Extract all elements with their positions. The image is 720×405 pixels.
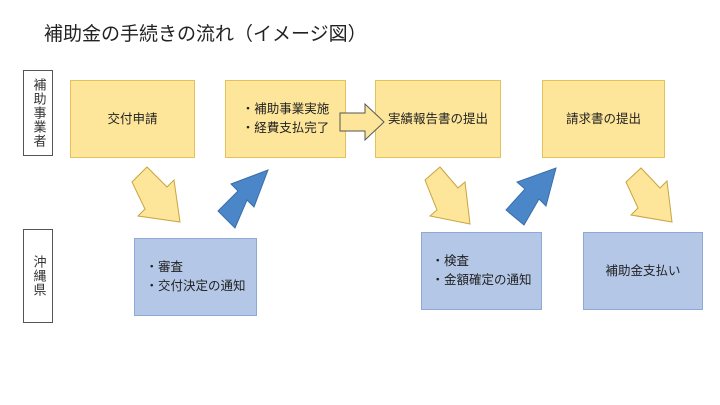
step-inspect-item: 検査 xyxy=(431,252,531,271)
step-inspect-box: 検査 金額確定の通知 xyxy=(421,232,542,310)
arrow-apply-to-review xyxy=(131,166,181,223)
arrow-report-to-inspect xyxy=(424,166,471,225)
arrow-inspect-to-invoice xyxy=(505,167,557,226)
arrow-invoice-to-payment xyxy=(625,167,673,223)
step-payment-label: 補助金支払い xyxy=(605,262,681,278)
page-title: 補助金の手続きの流れ（イメージ図） xyxy=(44,23,367,45)
step-inspect-item: 金額確定の通知 xyxy=(431,271,532,290)
step-implement-item: 補助事業実施 xyxy=(242,100,329,119)
step-invoice-box: 請求書の提出 xyxy=(542,80,665,158)
step-apply-box: 交付申請 xyxy=(70,80,195,158)
step-review-item: 審査 xyxy=(145,258,245,277)
step-apply-label: 交付申請 xyxy=(107,110,158,126)
arrow-implement-to-report xyxy=(339,102,385,142)
step-report-label: 実績報告書の提出 xyxy=(387,110,488,126)
lane-label-applicant: 補助事業者 xyxy=(23,70,53,156)
arrow-review-to-implement xyxy=(217,169,269,229)
lane-label-okinawa: 沖縄県 xyxy=(23,229,53,323)
step-review-box: 審査 交付決定の通知 xyxy=(134,238,257,316)
step-invoice-label: 請求書の提出 xyxy=(565,110,641,126)
step-report-box: 実績報告書の提出 xyxy=(375,80,501,158)
step-inspect-list: 検査 金額確定の通知 xyxy=(431,252,532,290)
step-review-list: 審査 交付決定の通知 xyxy=(145,258,246,296)
step-implement-box: 補助事業実施 経費支払完了 xyxy=(225,80,346,158)
step-implement-list: 補助事業実施 経費支払完了 xyxy=(242,100,329,138)
step-implement-item: 経費支払完了 xyxy=(242,119,329,138)
step-review-item: 交付決定の通知 xyxy=(145,277,246,296)
step-payment-box: 補助金支払い xyxy=(583,232,703,310)
